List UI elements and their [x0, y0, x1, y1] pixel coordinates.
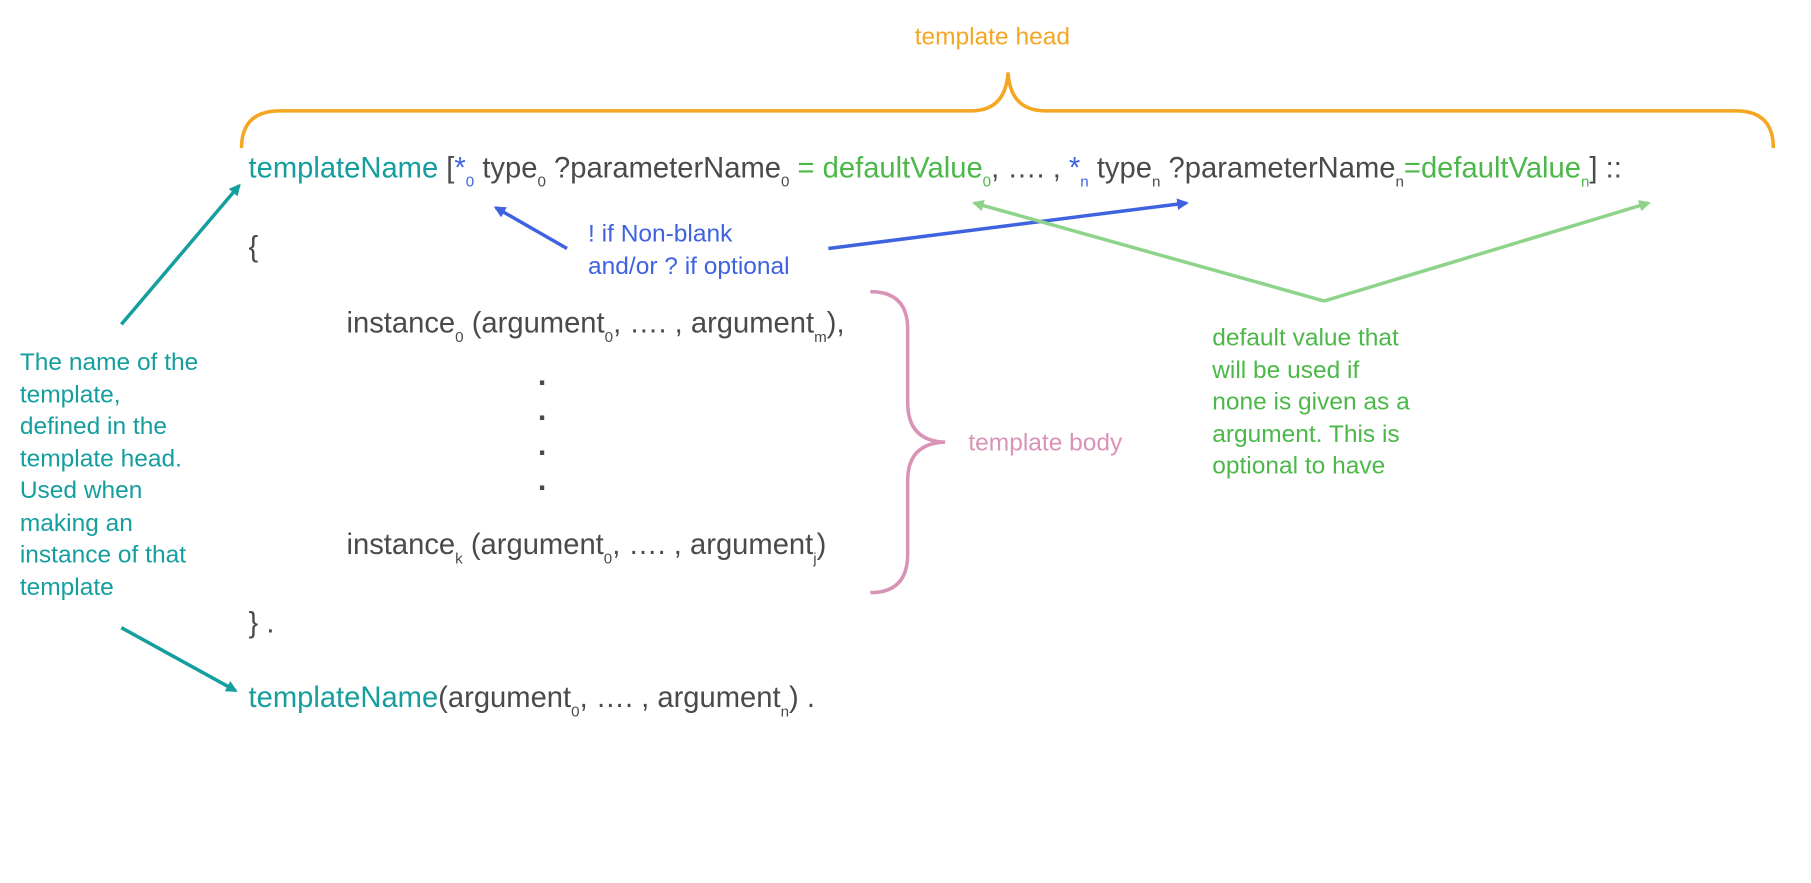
modifier-star-first: *: [454, 151, 466, 185]
name-arrow-usage: [120, 626, 238, 693]
modifier-arrow-last: [828, 198, 1189, 251]
template-usage: templateName(argument0, …. , argumentn) …: [248, 681, 815, 719]
template-head-label: template head: [914, 23, 1070, 51]
template-head-brace: [239, 72, 1776, 149]
usage-template-name: templateName: [248, 681, 439, 715]
name-arrow-definition: [120, 183, 241, 326]
open-brace: {: [248, 231, 259, 264]
continuation-dot: .: [537, 357, 547, 393]
instance-sub-k: k: [455, 549, 463, 568]
template-signature: templateName [*0 type0 ?parameterName0 =…: [248, 151, 1622, 189]
arg-sub-m: m: [814, 327, 827, 346]
default-sub-first: 0: [982, 172, 992, 191]
instance-sub-first: 0: [455, 327, 464, 346]
usage-args-ellipsis: , …. , argument: [579, 681, 781, 715]
instance-args-ellipsis-first: , …. , argument: [613, 306, 815, 340]
default-arrow-last: [1323, 200, 1651, 303]
template-name: templateName: [248, 151, 439, 185]
modifier-sub-first: 0: [465, 172, 475, 191]
param-sub-first: 0: [780, 172, 790, 191]
default-value-note: default value that will be used if none …: [1212, 324, 1410, 480]
arg-sub-j: j: [813, 549, 817, 568]
instance-args-ellipsis-last: , …. , argument: [612, 528, 814, 562]
continuation-dot: .: [537, 392, 547, 428]
param-name-last: ?parameterName: [1168, 151, 1396, 185]
default-sub-last: n: [1580, 172, 1590, 191]
usage-args-open: (argument: [438, 681, 572, 715]
default-arrow-first: [971, 199, 1325, 303]
usage-sub-last: n: [780, 702, 790, 720]
instance-first: instance0 (argument0, …. , argumentm),: [346, 306, 845, 345]
arg-sub-last-first: 0: [603, 549, 613, 568]
arg-sub-first: 0: [604, 327, 614, 346]
instance-last: instancek (argument0, …. , argumentj): [346, 528, 827, 566]
default-value-last: =defaultValue: [1403, 151, 1581, 185]
close-brace: } .: [248, 606, 275, 640]
type-sub-first: 0: [537, 172, 546, 191]
param-sub-last: n: [1395, 172, 1404, 191]
template-body-brace: [870, 289, 946, 595]
continuation-dot: .: [537, 427, 547, 463]
param-name-first: ?parameterName: [554, 151, 781, 185]
instance-close-first: ),: [826, 306, 845, 340]
template-body-label: template body: [968, 429, 1123, 457]
template-name-note: The name of the template, defined in the…: [19, 348, 199, 601]
modifier-arrow-first: [493, 206, 568, 251]
modifier-sub-last: n: [1080, 172, 1089, 191]
signature-close: ] ::: [1589, 151, 1622, 185]
instance-name-last: instance: [346, 528, 456, 562]
param-ellipsis: , …. ,: [991, 151, 1069, 185]
instance-close-last: ): [816, 528, 827, 562]
type-sub-last: n: [1151, 172, 1161, 191]
modifier-note: ! if Non-blank and/or ? if optional: [588, 220, 790, 280]
instance-args-open-first: (argument: [463, 306, 605, 340]
usage-sub-first: 0: [571, 702, 580, 720]
continuation-dot: .: [537, 462, 547, 498]
instance-name-first: instance: [346, 306, 456, 340]
usage-close: ) .: [789, 681, 815, 715]
instance-args-open-last: (argument: [462, 528, 604, 562]
default-value-first: = defaultValue: [789, 151, 983, 185]
param-type-first: type: [482, 151, 538, 185]
param-type-last: type: [1096, 151, 1152, 185]
diagram-graphics: [120, 72, 1776, 693]
open-bracket: [: [438, 151, 455, 185]
modifier-star-last: *: [1068, 151, 1081, 185]
